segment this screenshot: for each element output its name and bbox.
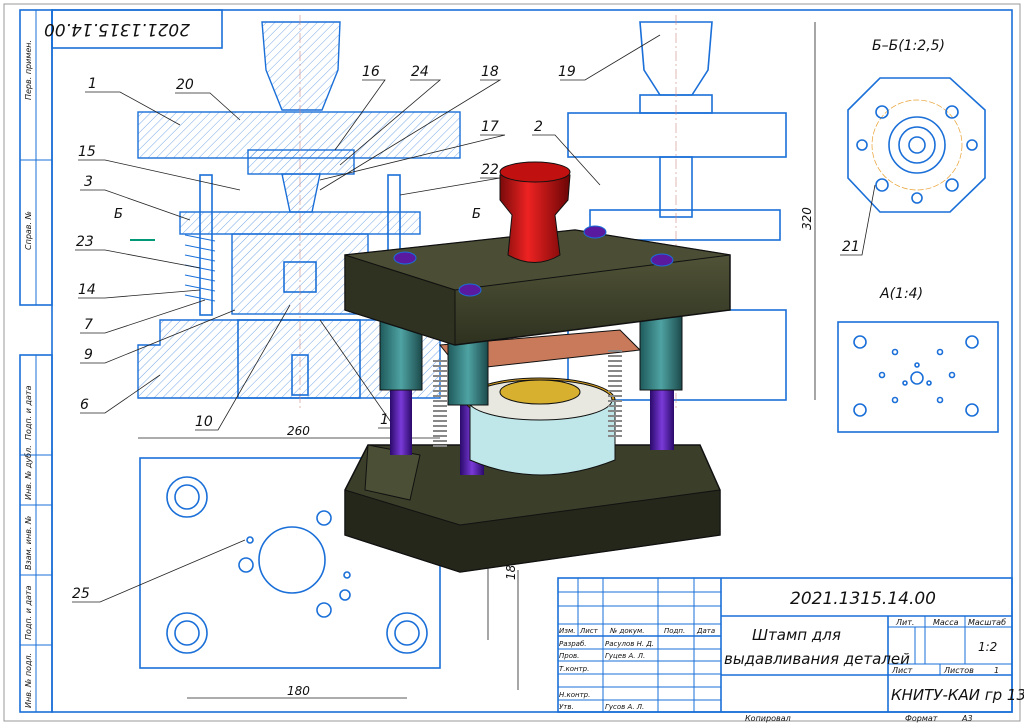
callout-numbers: 1 20 16 24 18 19 17 2 15 22 3 23 14 7 9 … (72, 64, 860, 602)
upside-down-designation: 2021.1315.14.00 (44, 19, 190, 39)
callout-1: 1 (88, 76, 97, 92)
dimension-lines (130, 22, 816, 699)
stamp-first-use: Перв. примен. (24, 40, 33, 100)
cut-mark-right: Б (472, 207, 481, 222)
side-stamp-top (19, 9, 53, 306)
callout-2: 2 (534, 119, 543, 135)
callout-leaders (72, 34, 876, 603)
stamp-replace-inv: Взам. инв. № (24, 516, 33, 570)
upside-down-designation-box (51, 9, 223, 49)
role-tech-control: Т.контр. (559, 665, 589, 673)
callout-7: 7 (84, 317, 93, 333)
sheet-header: Лист (891, 666, 913, 675)
callout-9: 9 (84, 347, 93, 363)
callout-1b: 1 (380, 412, 389, 428)
dimension-18: 18 (504, 564, 518, 580)
sheets-value: 1 (994, 666, 999, 675)
title-block (557, 577, 1013, 713)
sheet-edge (3, 3, 1021, 722)
drawing-title-line1: Штамп для (752, 626, 841, 644)
callout-19: 19 (558, 64, 576, 80)
format-label: Формат (905, 714, 938, 723)
dimension-320: 320 (800, 207, 814, 230)
scale-header: Масштаб (968, 618, 1006, 627)
rev-header-doc: № докум. (609, 627, 645, 635)
3d-die-render (344, 161, 731, 573)
rev-header-sign: Подп. (664, 627, 685, 635)
view-a (837, 321, 999, 433)
section-bb-view (847, 77, 986, 213)
callout-24: 24 (411, 64, 429, 80)
cut-mark-left: Б (114, 207, 123, 222)
stamp-sign-date-2: Подп. и дата (24, 585, 33, 640)
callout-10: 10 (195, 414, 213, 430)
callout-15: 15 (78, 144, 96, 160)
name-approved: Гусов А. Л. (605, 703, 644, 711)
rev-header-sheet: Лист (579, 627, 599, 635)
rev-header-date: Дата (696, 627, 715, 635)
organization: КНИТУ-КАИ гр 1315 (891, 686, 1024, 704)
role-norm-control: Н.контр. (559, 691, 590, 699)
stamp-dup-inv: Инв. № дубл. (24, 445, 33, 500)
callout-21: 21 (842, 239, 860, 255)
format-value: A3 (961, 714, 973, 723)
mass-header: Масса (933, 618, 959, 627)
callout-20: 20 (176, 77, 194, 93)
drawing-designation: 2021.1315.14.00 (790, 589, 936, 609)
role-approved: Утв. (559, 703, 574, 711)
dimension-180: 180 (287, 684, 310, 698)
callout-3: 3 (84, 174, 93, 190)
scale-value: 1:2 (978, 640, 997, 654)
role-checker: Пров. (559, 652, 579, 660)
section-bb-label: Б–Б(1:2,5) (872, 38, 945, 54)
front-section-view (137, 15, 461, 410)
role-developer: Разраб. (559, 640, 587, 648)
callout-25: 25 (72, 586, 90, 602)
callout-18: 18 (481, 64, 499, 80)
side-stamp-bottom (19, 354, 53, 713)
callout-23: 23 (76, 234, 94, 250)
callout-14: 14 (78, 282, 96, 298)
drawing-title-line2: выдавливания деталей (724, 650, 910, 668)
name-checker: Гуцев А. Л. (605, 652, 645, 660)
view-a-label: А(1:4) (879, 286, 923, 302)
dimension-260: 260 (287, 424, 310, 438)
callout-22: 22 (481, 162, 499, 178)
stamp-ref-no: Справ. № (24, 211, 33, 250)
name-developer: Расулов Н. Д. (605, 640, 654, 648)
stamp-sign-date-1: Подп. и дата (24, 385, 33, 440)
sheets-header: Листов (943, 666, 974, 675)
callout-6: 6 (80, 397, 89, 413)
copied-label: Копировал (745, 714, 791, 723)
callout-16: 16 (362, 64, 380, 80)
stamp-orig-inv: Инв. № подл. (24, 653, 33, 708)
rev-header-change: Изм. (559, 627, 575, 635)
lit-header: Лит. (895, 618, 914, 627)
callout-17: 17 (481, 119, 499, 135)
